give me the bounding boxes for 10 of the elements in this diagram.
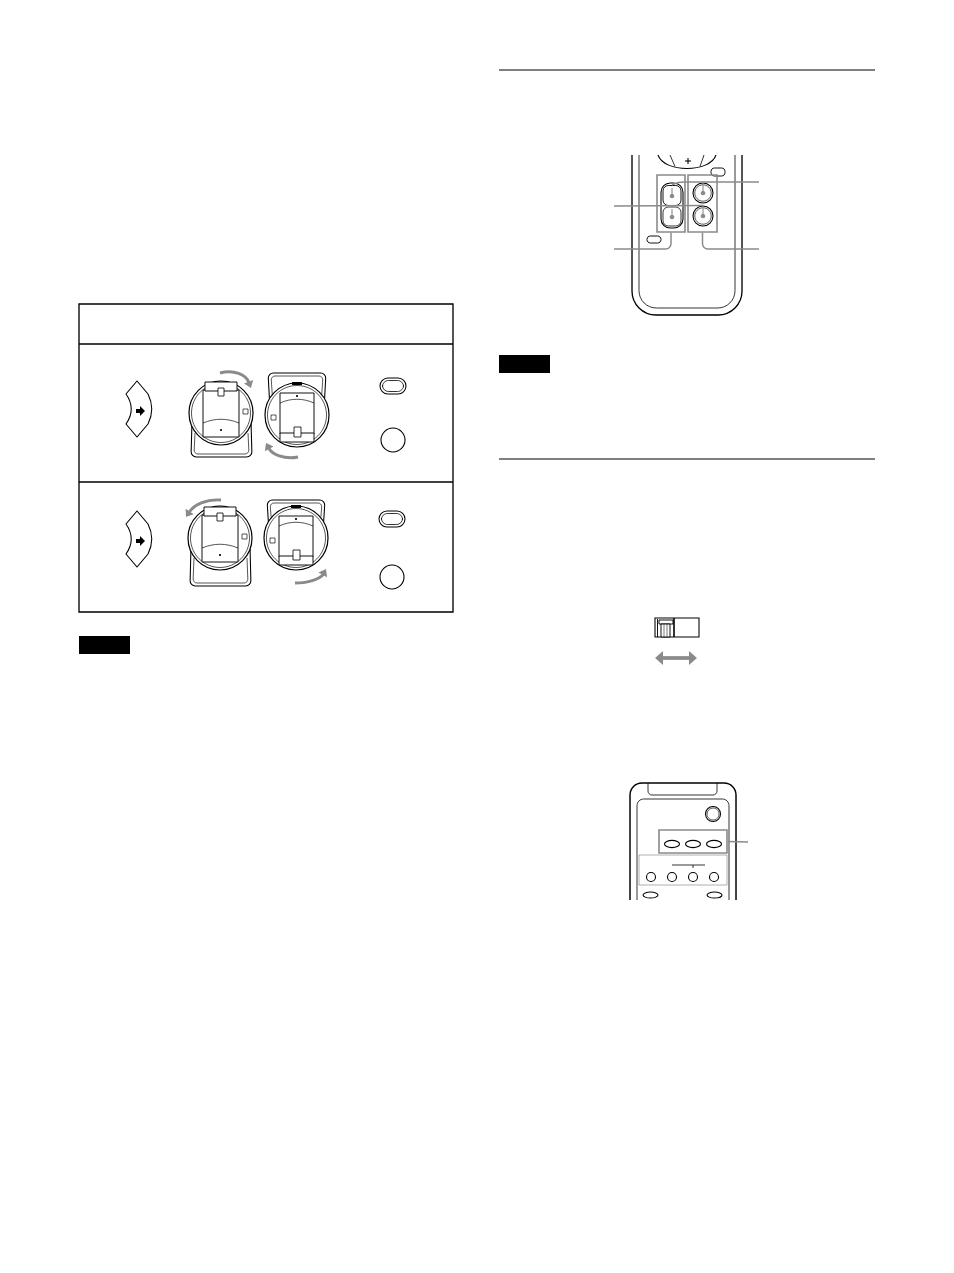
remote-button — [662, 185, 682, 206]
leader-line — [613, 204, 704, 207]
leader-line — [727, 840, 749, 843]
leader-line — [671, 181, 760, 186]
button-group-box — [656, 174, 686, 233]
leader-line — [613, 232, 672, 250]
remote-button — [692, 205, 714, 227]
leader-line — [701, 232, 760, 250]
button-group-box — [687, 174, 718, 233]
button-group-box — [658, 829, 728, 854]
